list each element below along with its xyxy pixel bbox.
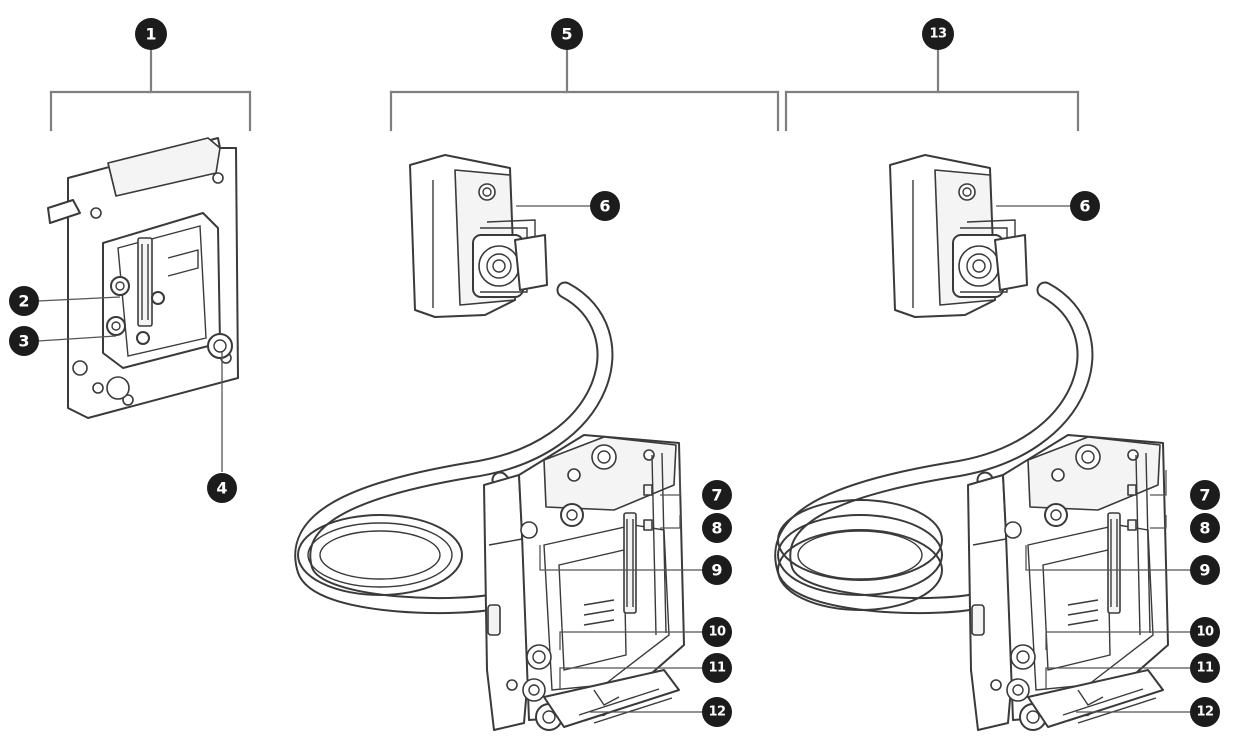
callout-11-long: 11: [1190, 653, 1220, 683]
callout-9-long: 9: [1190, 555, 1220, 585]
callout-7-long: 7: [1190, 480, 1220, 510]
callout-12-long: 12: [1190, 697, 1220, 727]
callout-13: 13: [922, 18, 954, 50]
callout-8-long: 8: [1190, 513, 1220, 543]
svg-text:13: 13: [929, 27, 947, 42]
svg-text:4: 4: [216, 479, 227, 498]
bracket-group-13: [784, 48, 1080, 132]
callout-9-short: 9: [702, 555, 732, 585]
callout-1: 1: [135, 18, 167, 50]
callout-12-short: 12: [702, 697, 732, 727]
callout-8-short: 8: [702, 513, 732, 543]
svg-text:11: 11: [1196, 661, 1214, 676]
callout-10-short: 10: [702, 617, 732, 647]
callout-11-short: 11: [702, 653, 732, 683]
cable-assembly-short: [294, 154, 685, 731]
svg-text:7: 7: [711, 486, 722, 505]
callout-4: 4: [207, 473, 237, 503]
callout-6-short: 6: [590, 191, 620, 221]
callout-3: 3: [9, 326, 39, 356]
callout-7-short: 7: [702, 480, 732, 510]
svg-text:11: 11: [708, 661, 726, 676]
svg-text:2: 2: [18, 292, 29, 311]
svg-text:9: 9: [711, 561, 722, 580]
bracket-group-1: [49, 48, 252, 132]
svg-text:10: 10: [708, 625, 726, 640]
svg-text:6: 6: [599, 197, 610, 216]
svg-text:3: 3: [18, 332, 29, 351]
leader-lines: [37, 205, 1190, 713]
callout-5: 5: [551, 18, 583, 50]
svg-text:7: 7: [1199, 486, 1210, 505]
svg-text:12: 12: [1196, 705, 1213, 720]
svg-text:8: 8: [711, 519, 722, 538]
svg-text:12: 12: [708, 705, 725, 720]
svg-text:1: 1: [145, 25, 156, 44]
bracket-group-5: [389, 48, 780, 132]
callout-6-long: 6: [1070, 191, 1100, 221]
svg-text:9: 9: [1199, 561, 1210, 580]
mounting-plate-illustration: [47, 137, 239, 419]
callout-2: 2: [9, 286, 39, 316]
cable-assembly-long: [774, 154, 1169, 731]
svg-text:5: 5: [561, 25, 572, 44]
callout-10-long: 10: [1190, 617, 1220, 647]
svg-text:8: 8: [1199, 519, 1210, 538]
svg-text:10: 10: [1196, 625, 1214, 640]
svg-text:6: 6: [1079, 197, 1090, 216]
